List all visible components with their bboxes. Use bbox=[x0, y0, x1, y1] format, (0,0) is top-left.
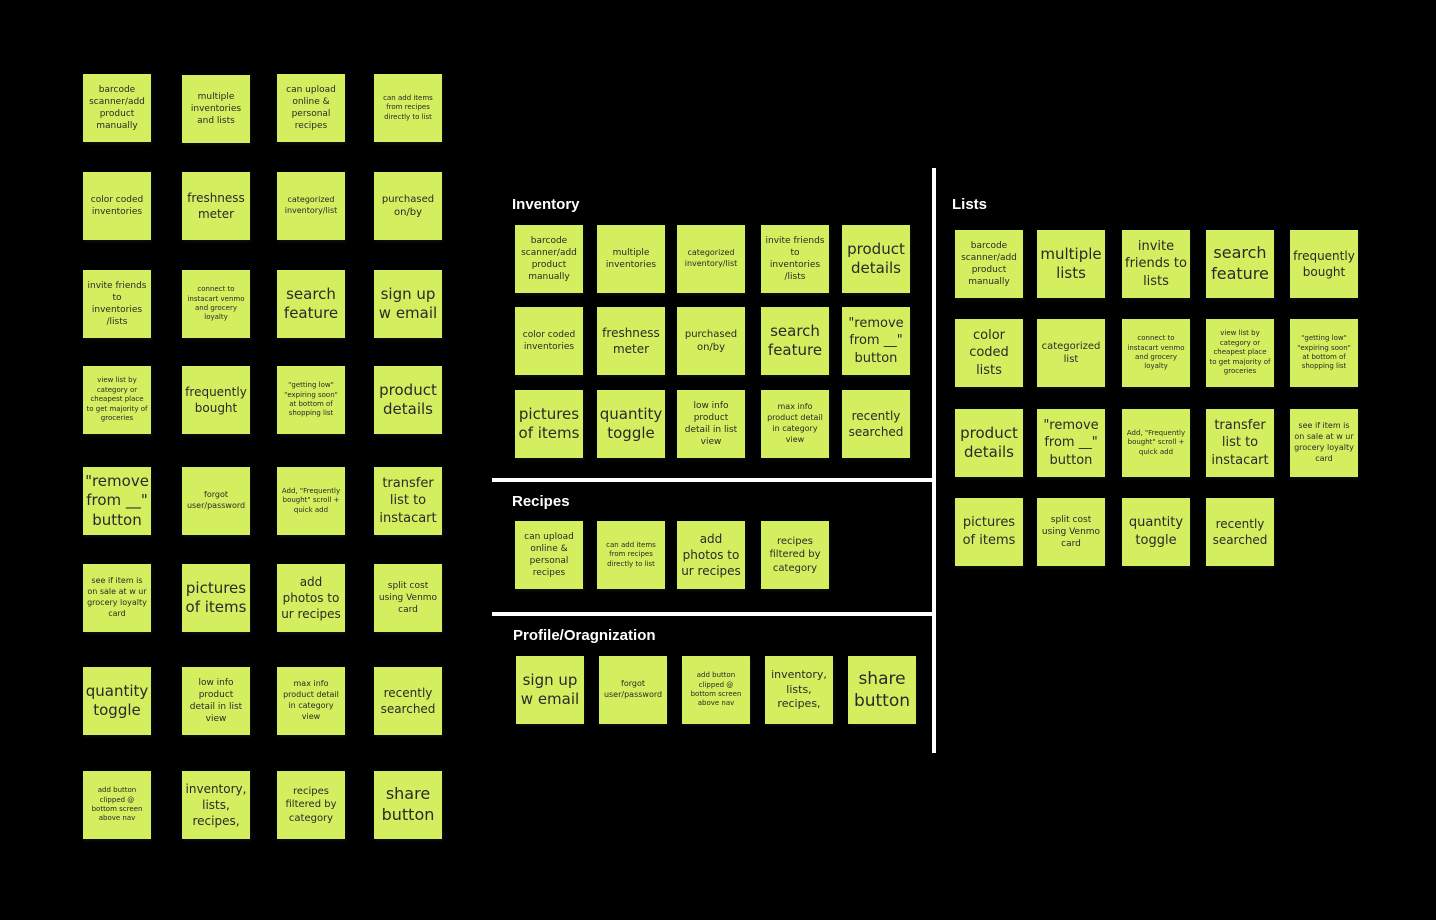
sticky-note[interactable]: inventory, lists, recipes, bbox=[182, 771, 250, 839]
lists-note[interactable]: split cost using Venmo card bbox=[1037, 498, 1105, 566]
sticky-note[interactable]: add photos to ur recipes bbox=[277, 564, 345, 632]
inventory-note[interactable]: "remove from __" button bbox=[842, 307, 910, 375]
divider-inventory-recipes bbox=[492, 478, 934, 482]
sticky-note[interactable]: search feature bbox=[277, 270, 345, 338]
lists-note[interactable]: pictures of items bbox=[955, 498, 1023, 566]
sticky-note[interactable]: multiple inventories and lists bbox=[182, 75, 250, 143]
sticky-note[interactable]: share button bbox=[374, 771, 442, 839]
recipes-section-title: Recipes bbox=[512, 493, 570, 510]
inventory-note[interactable]: purchased on/by bbox=[677, 307, 745, 375]
inventory-note[interactable]: quantity toggle bbox=[597, 390, 665, 458]
inventory-section-title: Inventory bbox=[512, 196, 580, 213]
profile-note[interactable]: forgot user/password bbox=[599, 656, 667, 724]
sticky-note[interactable]: max info product detail in category view bbox=[277, 667, 345, 735]
lists-note[interactable]: product details bbox=[955, 409, 1023, 477]
sticky-note[interactable]: add button clipped @ bottom screen above… bbox=[83, 771, 151, 839]
lists-note[interactable]: invite friends to lists bbox=[1122, 230, 1190, 298]
sticky-note[interactable]: invite friends to inventories /lists bbox=[83, 270, 151, 338]
lists-note[interactable]: Add, "Frequently bought" scroll + quick … bbox=[1122, 409, 1190, 477]
sticky-note[interactable]: connect to instacart venmo and grocery l… bbox=[182, 270, 250, 338]
inventory-note[interactable]: freshness meter bbox=[597, 307, 665, 375]
profile-note[interactable]: add button clipped @ bottom screen above… bbox=[682, 656, 750, 724]
sticky-note[interactable]: view list by category or cheapest place … bbox=[83, 366, 151, 434]
sticky-note[interactable]: quantity toggle bbox=[83, 667, 151, 735]
inventory-note[interactable]: pictures of items bbox=[515, 390, 583, 458]
profile-section-title: Profile/Oragnization bbox=[513, 627, 656, 644]
lists-note[interactable]: multiple lists bbox=[1037, 230, 1105, 298]
sticky-note[interactable]: can add items from recipes directly to l… bbox=[374, 74, 442, 142]
lists-note[interactable]: view list by category or cheapest place … bbox=[1206, 319, 1274, 387]
sticky-note[interactable]: sign up w email bbox=[374, 270, 442, 338]
profile-note[interactable]: sign up w email bbox=[516, 656, 584, 724]
lists-section-title: Lists bbox=[952, 196, 988, 213]
sticky-note[interactable]: freshness meter bbox=[182, 172, 250, 240]
inventory-note[interactable]: recently searched bbox=[842, 390, 910, 458]
divider-recipes-profile bbox=[492, 612, 934, 616]
sticky-note[interactable]: purchased on/by bbox=[374, 172, 442, 240]
lists-note[interactable]: "remove from __" button bbox=[1037, 409, 1105, 477]
inventory-note[interactable]: low info product detail in list view bbox=[677, 390, 745, 458]
sticky-note[interactable]: can upload online & personal recipes bbox=[277, 74, 345, 142]
sticky-note[interactable]: recipes filtered by category bbox=[277, 771, 345, 839]
inventory-note[interactable]: color coded inventories bbox=[515, 307, 583, 375]
sticky-note[interactable]: pictures of items bbox=[182, 564, 250, 632]
inventory-note[interactable]: product details bbox=[842, 225, 910, 293]
sticky-note[interactable]: product details bbox=[374, 366, 442, 434]
sticky-note[interactable]: frequently bought bbox=[182, 366, 250, 434]
inventory-note[interactable]: max info product detail in category view bbox=[761, 390, 829, 458]
profile-note[interactable]: inventory, lists, recipes, bbox=[765, 656, 833, 724]
sticky-note[interactable]: categorized inventory/list bbox=[277, 172, 345, 240]
vertical-divider bbox=[932, 168, 936, 753]
lists-note[interactable]: frequently bought bbox=[1290, 230, 1358, 298]
inventory-note[interactable]: categorized inventory/list bbox=[677, 225, 745, 293]
lists-note[interactable]: transfer list to instacart bbox=[1206, 409, 1274, 477]
sticky-note[interactable]: Add, "Frequently bought" scroll + quick … bbox=[277, 467, 345, 535]
sticky-note[interactable]: recently searched bbox=[374, 667, 442, 735]
lists-note[interactable]: barcode scanner/add product manually bbox=[955, 230, 1023, 298]
sticky-note[interactable]: "remove from __" button bbox=[83, 467, 151, 535]
sticky-note[interactable]: forgot user/password bbox=[182, 467, 250, 535]
recipes-note[interactable]: can add items from recipes directly to l… bbox=[597, 521, 665, 589]
lists-note[interactable]: "getting low" "expiring soon" at bottom … bbox=[1290, 319, 1358, 387]
lists-note[interactable]: see if item is on sale at w ur grocery l… bbox=[1290, 409, 1358, 477]
sticky-note[interactable]: low info product detail in list view bbox=[182, 667, 250, 735]
sticky-note[interactable]: barcode scanner/add product manually bbox=[83, 74, 151, 142]
sticky-note[interactable]: split cost using Venmo card bbox=[374, 564, 442, 632]
profile-note[interactable]: share button bbox=[848, 656, 916, 724]
lists-note[interactable]: search feature bbox=[1206, 230, 1274, 298]
recipes-note[interactable]: recipes filtered by category bbox=[761, 521, 829, 589]
lists-note[interactable]: recently searched bbox=[1206, 498, 1274, 566]
sticky-note[interactable]: transfer list to instacart bbox=[374, 467, 442, 535]
lists-note[interactable]: categorized list bbox=[1037, 319, 1105, 387]
sticky-note[interactable]: "getting low" "expiring soon" at bottom … bbox=[277, 366, 345, 434]
lists-note[interactable]: quantity toggle bbox=[1122, 498, 1190, 566]
recipes-note[interactable]: add photos to ur recipes bbox=[677, 521, 745, 589]
sticky-note[interactable]: color coded inventories bbox=[83, 172, 151, 240]
inventory-note[interactable]: search feature bbox=[761, 307, 829, 375]
inventory-note[interactable]: invite friends to inventories /lists bbox=[761, 225, 829, 293]
inventory-note[interactable]: multiple inventories bbox=[597, 225, 665, 293]
recipes-note[interactable]: can upload online & personal recipes bbox=[515, 521, 583, 589]
lists-note[interactable]: connect to instacart venmo and grocery l… bbox=[1122, 319, 1190, 387]
inventory-note[interactable]: barcode scanner/add product manually bbox=[515, 225, 583, 293]
lists-note[interactable]: color coded lists bbox=[955, 319, 1023, 387]
sticky-note[interactable]: see if item is on sale at w ur grocery l… bbox=[83, 564, 151, 632]
